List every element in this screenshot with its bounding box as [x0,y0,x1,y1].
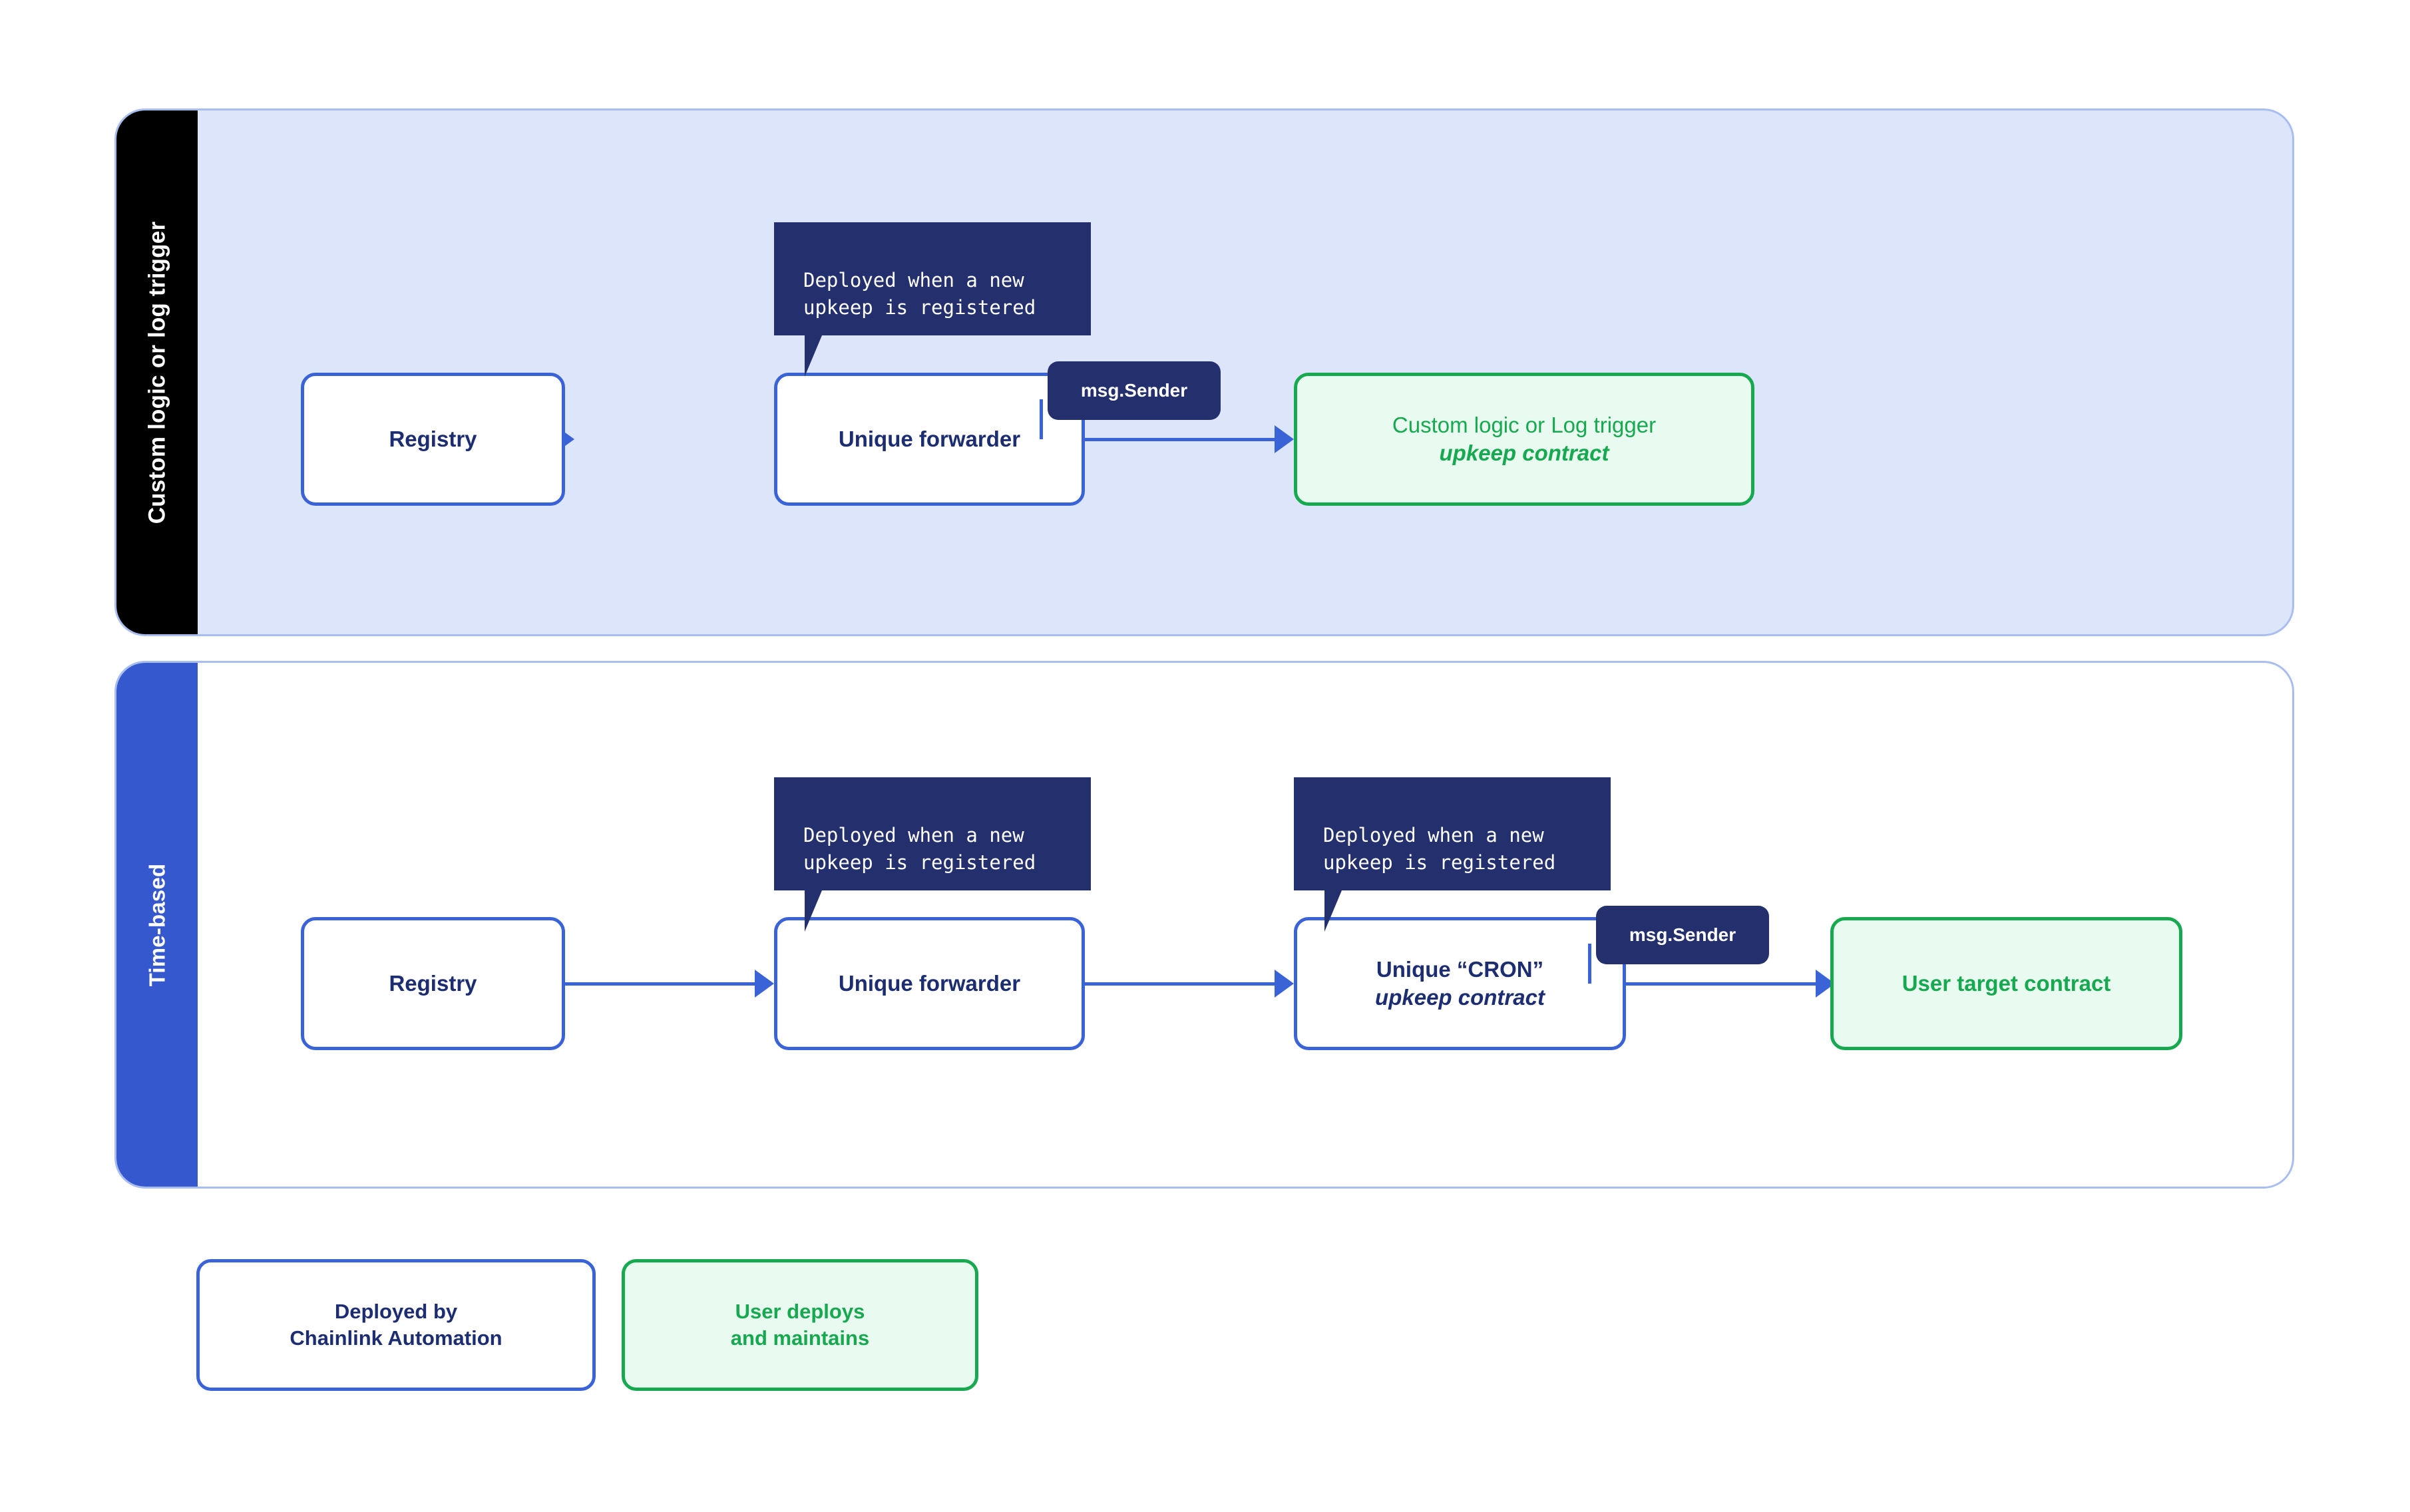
node-user-target-contract[interactable]: User target contract [1830,917,2182,1050]
legend-user-deploys-line1: User deploys [735,1299,865,1323]
arrowhead-registry-to-forwarder-time [755,970,774,998]
legend-deployed-by-chainlink-line2: Chainlink Automation [290,1326,502,1350]
sidebar-label-custom-logic-or-log-trigger: Custom logic or log trigger [144,221,170,524]
legend-deployed-by-chainlink-line1: Deployed by [334,1299,458,1323]
node-registry-custom[interactable]: Registry [301,373,565,506]
tooltip-cron-time-text: Deployed when a new upkeep is registered [1323,824,1556,874]
node-unique-cron-upkeep[interactable]: Unique “CRON” upkeep contract [1294,917,1626,1050]
connector-forwarder-to-upkeep [1085,438,1275,441]
node-user-target-contract-label: User target contract [1902,971,2111,996]
node-unique-forwarder-time-label: Unique forwarder [838,971,1021,996]
tooltip-forwarder-custom-text: Deployed when a new upkeep is registered [803,269,1036,319]
node-unique-cron-upkeep-line1: Unique “CRON” [1376,957,1544,982]
node-upkeep-contract-custom[interactable]: Custom logic or Log trigger upkeep contr… [1294,373,1754,506]
node-upkeep-contract-custom-line2: upkeep contract [1439,441,1609,465]
node-unique-forwarder-custom-label: Unique forwarder [838,427,1021,452]
node-upkeep-contract-custom-line1: Custom logic or Log trigger [1392,413,1657,438]
legend-user-deploys: User deploys and maintains [622,1259,978,1391]
legend-user-deploys-line2: and maintains [730,1326,870,1350]
sidebar-custom-logic-or-log-trigger: Custom logic or log trigger [116,110,198,634]
connector-forwarder-to-cron-time [1085,982,1275,986]
node-unique-forwarder-time[interactable]: Unique forwarder [774,917,1085,1050]
tooltip-forwarder-custom: Deployed when a new upkeep is registered [774,222,1091,377]
connector-stub-msg-sender-custom [1040,399,1043,439]
badge-msg-sender-time[interactable]: msg.Sender [1596,906,1769,964]
sidebar-time-based: Time-based [116,663,198,1187]
tooltip-tail-icon [805,890,839,932]
connector-stub-msg-sender-time [1588,944,1591,984]
tooltip-forwarder-time-text: Deployed when a new upkeep is registered [803,824,1036,874]
tooltip-tail-icon [805,335,839,377]
legend-deployed-by-chainlink: Deployed by Chainlink Automation [196,1259,596,1391]
tooltip-forwarder-time: Deployed when a new upkeep is registered [774,777,1091,932]
node-registry-time-label: Registry [389,971,477,996]
tooltip-cron-time: Deployed when a new upkeep is registered [1294,777,1611,932]
connector-cron-to-user-target [1626,982,1816,986]
badge-msg-sender-custom-label: msg.Sender [1080,380,1188,401]
node-unique-forwarder-custom[interactable]: Unique forwarder [774,373,1085,506]
connector-registry-to-forwarder-time [565,982,755,986]
arrowhead-forwarder-to-cron-time [1275,970,1294,998]
sidebar-label-time-based: Time-based [144,863,170,986]
node-registry-time[interactable]: Registry [301,917,565,1050]
badge-msg-sender-custom[interactable]: msg.Sender [1048,361,1221,420]
arrowhead-forwarder-to-upkeep [1275,425,1294,453]
tooltip-tail-icon [1324,890,1359,932]
node-registry-custom-label: Registry [389,427,477,452]
node-unique-cron-upkeep-line2: upkeep contract [1375,985,1545,1010]
badge-msg-sender-time-label: msg.Sender [1629,924,1736,945]
